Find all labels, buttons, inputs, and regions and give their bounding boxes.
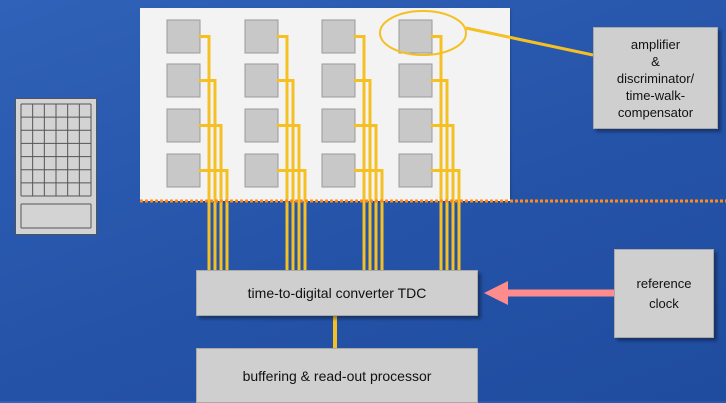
signal-trace: [353, 79, 372, 272]
pixel-pad: [321, 19, 356, 54]
buffer-label: buffering & read-out processor: [242, 367, 432, 384]
buffer-readout-box: buffering & read-out processor: [196, 348, 478, 403]
pixel-pad: [398, 108, 433, 143]
pixel-pad: [166, 153, 201, 188]
amplifier-label-line1: amplifier: [630, 36, 681, 52]
signal-trace: [198, 35, 211, 272]
signal-trace: [276, 35, 289, 272]
signal-trace: [276, 124, 301, 272]
amplifier-discriminator-box: amplifier & discriminator/ time-walk- co…: [593, 27, 718, 129]
reference-label-line2: clock: [649, 295, 679, 311]
callout-line: [465, 26, 594, 57]
pixel-pad: [321, 153, 356, 188]
tdc-label: time-to-digital converter TDC: [247, 285, 427, 301]
signal-trace: [430, 169, 461, 272]
signal-trace: [353, 35, 366, 272]
signal-trace: [276, 79, 295, 272]
amplifier-label-line2: &: [651, 53, 660, 69]
chip-icon: [15, 98, 97, 235]
pixel-pad: [244, 63, 279, 98]
signal-trace: [198, 169, 229, 272]
pixel-pad: [398, 19, 433, 54]
signal-trace: [198, 124, 223, 272]
signal-trace: [353, 169, 384, 272]
signal-trace: [430, 124, 455, 272]
pixel-pad: [398, 153, 433, 188]
signal-trace: [276, 169, 307, 272]
signal-trace: [430, 79, 449, 272]
pixel-pad: [398, 63, 433, 98]
pixel-pad: [166, 108, 201, 143]
pixel-pad: [321, 63, 356, 98]
highlight-ellipse: [379, 10, 467, 56]
reference-label-line1: reference: [636, 275, 692, 291]
amplifier-label-line5: compensator: [617, 104, 694, 120]
pixel-pad: [166, 63, 201, 98]
amplifier-label-line3: discriminator/: [616, 70, 695, 86]
signal-trace: [430, 35, 443, 272]
signal-trace: [353, 124, 378, 272]
tdc-box: time-to-digital converter TDC: [196, 270, 478, 316]
signal-trace: [198, 79, 217, 272]
pixel-pad: [244, 153, 279, 188]
pixel-pad: [244, 19, 279, 54]
clock-arrow: [484, 281, 614, 305]
amplifier-label-line4: time-walk-: [625, 87, 686, 103]
pixel-pad: [244, 108, 279, 143]
pixel-pad: [166, 19, 201, 54]
reference-clock-box: reference clock: [614, 249, 714, 338]
pixel-pad: [321, 108, 356, 143]
